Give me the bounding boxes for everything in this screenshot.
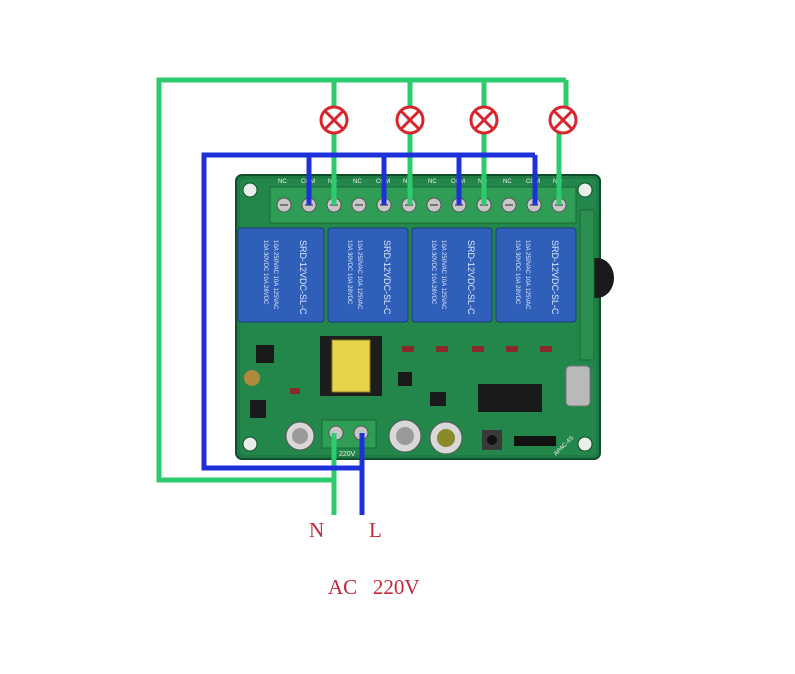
terminal-mark: NC (503, 179, 512, 185)
relay-1: SRD-12VDC-SL-C 10A 250VAC 10A 125VAC 10A… (237, 227, 325, 323)
relay-model: SRD-12VDC-SL-C (466, 240, 476, 315)
terminal-mark: NC (353, 179, 362, 185)
relay-rating: 10A 30VDC 10A 28VDC (514, 240, 520, 305)
neutral-wire (156, 77, 569, 515)
relay-model: SRD-12VDC-SL-C (298, 240, 308, 315)
relay-2: SRD-12VDC-SL-C 10A 250VAC 10A 125VAC 10A… (327, 227, 409, 323)
relay-rating: 10A 250VAC 10A 125VAC (356, 240, 362, 310)
learn-button (482, 430, 502, 450)
relay-board: NC COM NO NC COM NO NC COM NO NC COM NO … (235, 174, 614, 460)
lamp-icon (469, 105, 499, 135)
terminal-mark: NC (278, 179, 287, 185)
relay-rating: 10A 250VAC 10A 125VAC (272, 240, 278, 310)
relay-rating: 10A 30VDC 10A 28VDC (262, 240, 268, 305)
relay-model: SRD-12VDC-SL-C (550, 240, 560, 315)
supply-label: AC 220V (328, 575, 420, 599)
relay-rating: 10A 30VDC 10A 28VDC (430, 240, 436, 305)
transformer (320, 336, 382, 396)
neutral-label: N (309, 518, 325, 542)
lamp-icon (395, 105, 425, 135)
crystal-oscillator (565, 365, 591, 407)
live-label: L (369, 518, 382, 542)
relay-rating: 10A 250VAC 10A 125VAC (440, 240, 446, 310)
voltage-marking: 220V (339, 451, 356, 458)
terminal-mark: NC (428, 179, 437, 185)
lamp-icon (319, 105, 349, 135)
output-terminal-block: NC COM NO NC COM NO NC COM NO NC COM NO (269, 179, 577, 224)
relay-model: SRD-12VDC-SL-C (382, 240, 392, 315)
ic-chip (478, 384, 542, 412)
jumper-header (514, 436, 556, 446)
relay-3: SRD-12VDC-SL-C 10A 250VAC 10A 125VAC 10A… (411, 227, 493, 323)
lamp-icon (548, 105, 578, 135)
relay-rating: 10A 250VAC 10A 125VAC (524, 240, 530, 310)
capacitors (285, 419, 463, 455)
relay-rating: 10A 30VDC 10A 28VDC (346, 240, 352, 305)
relay-4: SRD-12VDC-SL-C 10A 250VAC 10A 125VAC 10A… (495, 227, 577, 323)
live-wire (201, 152, 538, 515)
